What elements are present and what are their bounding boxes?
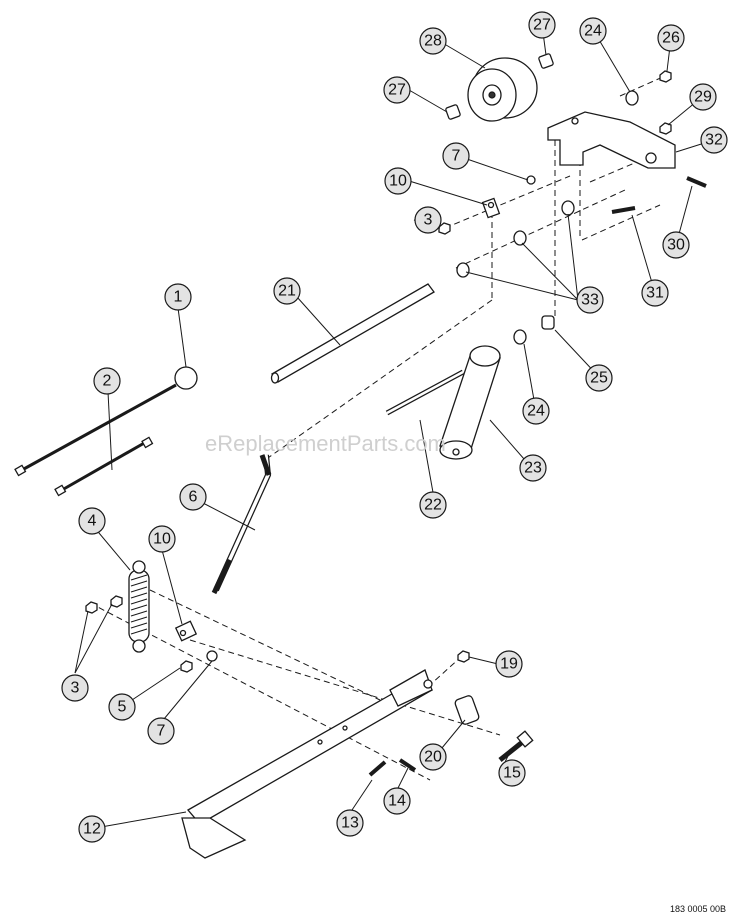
callout-6: 6 xyxy=(179,483,207,511)
callout-label: 3 xyxy=(424,212,433,229)
callout-21: 21 xyxy=(273,277,301,305)
idler-pulley-part xyxy=(467,57,538,122)
callout-label: 6 xyxy=(189,489,198,506)
callout-label: 19 xyxy=(500,656,518,673)
callout-3: 3 xyxy=(414,206,442,234)
callout-33: 33 xyxy=(576,286,604,314)
shaft-part xyxy=(270,283,435,384)
callout-14: 14 xyxy=(383,787,411,815)
watermark-text: eReplacementParts.com xyxy=(205,431,446,456)
callout-label: 10 xyxy=(389,173,407,190)
callout-label: 10 xyxy=(153,531,171,548)
callout-22: 22 xyxy=(419,491,447,519)
callout-label: 7 xyxy=(452,148,461,165)
callout-label: 28 xyxy=(424,33,442,50)
callout-10: 10 xyxy=(384,167,412,195)
spring-part xyxy=(128,560,150,653)
callout-label: 22 xyxy=(424,497,442,514)
callout-27: 27 xyxy=(383,76,411,104)
drawing-code: 183 0005 00B xyxy=(670,904,726,914)
callout-5: 5 xyxy=(108,693,136,721)
idler-bracket-part xyxy=(547,111,676,169)
callout-label: 12 xyxy=(83,821,101,838)
hardware-parts xyxy=(85,53,707,777)
callout-10: 10 xyxy=(148,525,176,553)
callout-label: 24 xyxy=(527,403,545,420)
callout-26: 26 xyxy=(657,24,685,52)
callout-label: 27 xyxy=(388,82,406,99)
callout-label: 23 xyxy=(524,460,542,477)
callout-label: 2 xyxy=(103,373,112,390)
callout-label: 13 xyxy=(341,815,359,832)
callout-label: 31 xyxy=(646,285,664,302)
idler-arm-part xyxy=(439,345,501,460)
callout-label: 32 xyxy=(705,132,723,149)
callout-15: 15 xyxy=(498,759,526,787)
callout-label: 3 xyxy=(71,680,80,697)
callout-label: 24 xyxy=(584,23,602,40)
callout-7: 7 xyxy=(442,142,470,170)
callout-23: 23 xyxy=(519,454,547,482)
callout-31: 31 xyxy=(641,279,669,307)
callout-label: 15 xyxy=(503,765,521,782)
callout-19: 19 xyxy=(495,650,523,678)
callout-label: 25 xyxy=(590,370,608,387)
callout-13: 13 xyxy=(336,809,364,837)
callout-27: 27 xyxy=(528,11,556,39)
shift-knob-part xyxy=(14,366,198,477)
callout-3: 3 xyxy=(61,674,89,702)
callout-label: 21 xyxy=(278,283,296,300)
callout-label: 20 xyxy=(424,749,442,766)
callout-24: 24 xyxy=(522,397,550,425)
callout-label: 4 xyxy=(88,513,97,530)
callout-29: 29 xyxy=(689,83,717,111)
callout-1: 1 xyxy=(164,283,192,311)
callout-2: 2 xyxy=(93,367,121,395)
callout-7: 7 xyxy=(147,717,175,745)
callout-label: 14 xyxy=(388,793,406,810)
shift-rod-part xyxy=(54,436,154,497)
callout-25: 25 xyxy=(585,364,613,392)
callout-label: 5 xyxy=(118,699,127,716)
callout-20: 20 xyxy=(419,743,447,771)
callout-12: 12 xyxy=(78,815,106,843)
callout-label: 1 xyxy=(174,289,183,306)
callout-label: 27 xyxy=(533,17,551,34)
callout-28: 28 xyxy=(419,27,447,55)
callout-label: 33 xyxy=(581,292,599,309)
callout-label: 7 xyxy=(157,723,166,740)
callout-label: 30 xyxy=(667,237,685,254)
pedal-lever-part xyxy=(181,669,434,859)
assembly-dashed-lines xyxy=(89,75,666,781)
callout-24: 24 xyxy=(579,17,607,45)
callout-32: 32 xyxy=(700,126,728,154)
callout-4: 4 xyxy=(78,507,106,535)
callout-label: 26 xyxy=(662,30,680,47)
control-rod-part xyxy=(211,454,272,595)
callout-label: 29 xyxy=(694,89,712,106)
callout-30: 30 xyxy=(662,231,690,259)
